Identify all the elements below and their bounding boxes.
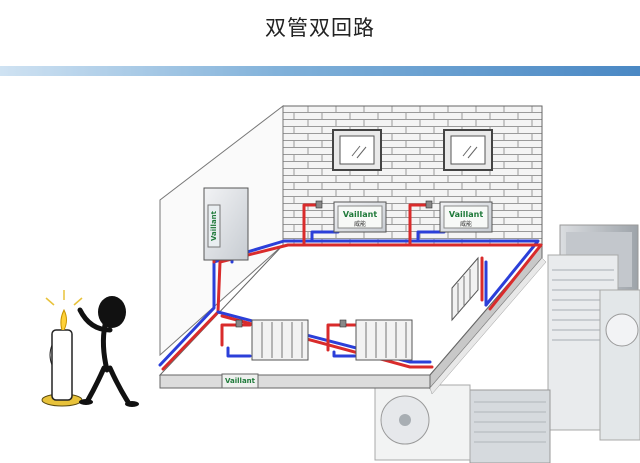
radiator-icon	[251, 319, 309, 361]
back-wall	[282, 105, 543, 246]
wall-unit-left-sub: 威能	[354, 220, 366, 228]
wall-unit-right-brand: Vaillant	[449, 210, 483, 219]
outdoor-heat-pump-icon	[374, 224, 640, 463]
wall-unit-right: Vaillant 威能	[439, 201, 493, 233]
floor-edge-front	[159, 374, 431, 389]
header-band	[0, 66, 640, 76]
person-with-candle-icon	[41, 290, 139, 407]
wall-unit-left-brand: Vaillant	[343, 210, 377, 219]
page-title: 双管双回路	[265, 16, 375, 40]
window-icon	[443, 129, 493, 171]
floor-panel: Vaillant	[221, 373, 259, 389]
boiler-brand-label: Vaillant	[210, 210, 218, 241]
wall-unit-right-sub: 威能	[460, 220, 472, 228]
boiler-icon: Vaillant	[203, 187, 249, 261]
radiator-icon	[451, 256, 479, 322]
radiator-icon	[355, 319, 413, 361]
floor-panel-brand: Vaillant	[225, 377, 256, 385]
wall-unit-left: Vaillant 威能	[333, 201, 387, 233]
valve-markers	[235, 200, 433, 328]
window-icon	[332, 129, 382, 171]
